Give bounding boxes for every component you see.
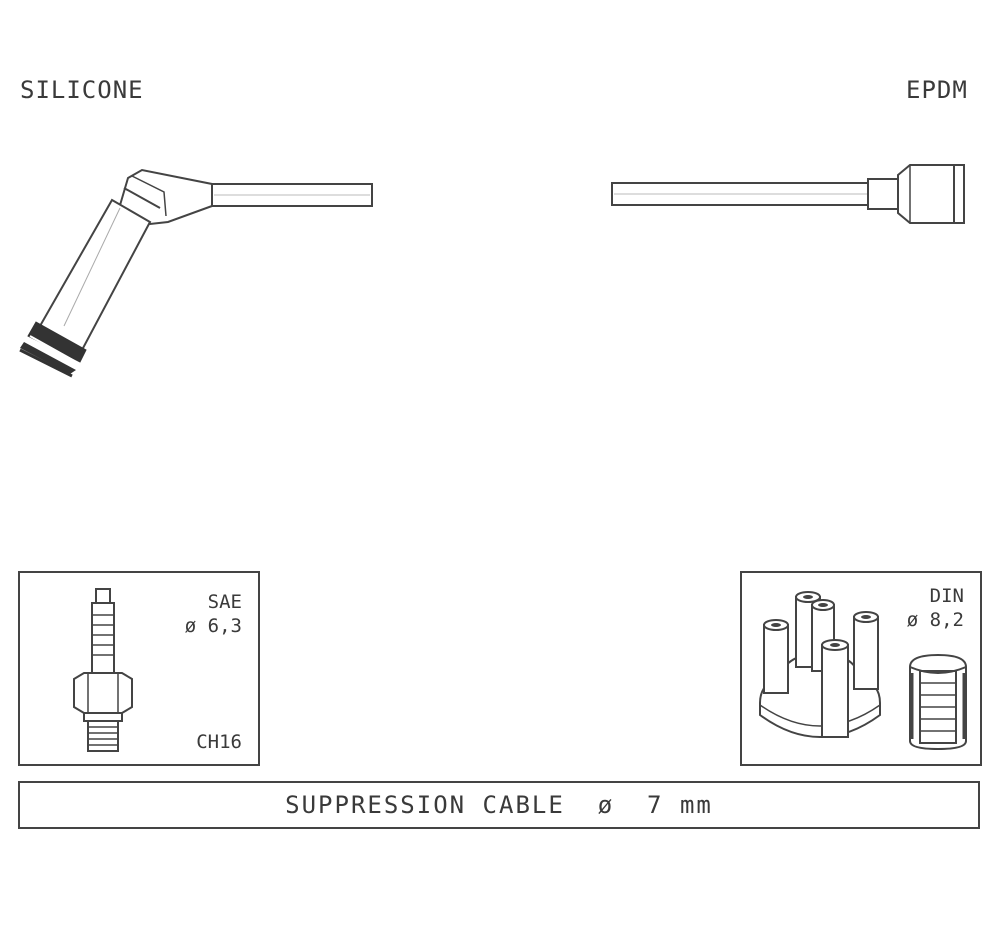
spark-plug-icon — [73, 588, 133, 752]
sae-diameter-label: ø 6,3 — [184, 615, 242, 637]
suppression-cable-banner: SUPPRESSION CABLE ø 7 mm — [18, 781, 980, 829]
din-standard-label: DIN — [929, 585, 964, 607]
distributor-cap-icon — [759, 591, 881, 738]
distributor-spec-box: DIN ø 8,2 — [740, 571, 982, 766]
din-terminal-icon — [909, 653, 967, 751]
epdm-label: EPDM — [906, 76, 968, 104]
din-diameter-label: ø 8,2 — [906, 609, 964, 631]
sae-standard-label: SAE — [207, 591, 242, 613]
spark-plug-spec-box: SAE ø 6,3 CH16 — [18, 571, 260, 766]
silicone-boot-icon — [19, 168, 373, 378]
epdm-boot-icon — [611, 164, 965, 224]
silicone-label: SILICONE — [20, 76, 144, 104]
plug-code-label: CH16 — [196, 731, 242, 753]
suppression-cable-label: SUPPRESSION CABLE ø 7 mm — [285, 791, 713, 819]
